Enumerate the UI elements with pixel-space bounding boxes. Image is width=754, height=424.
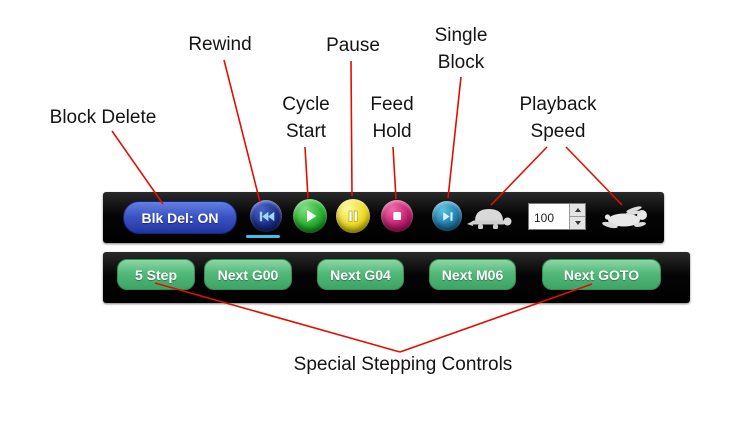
arrow-down-icon xyxy=(574,221,581,225)
play-icon xyxy=(307,210,317,222)
playback-speed-label: Playback Speed xyxy=(512,91,604,145)
slow-playback-button[interactable] xyxy=(465,203,513,238)
single-block-label: Single Block xyxy=(426,22,496,76)
pause-icon xyxy=(348,210,358,222)
stepping-toolbar: 5 Step Next G00 Next G04 Next M06 Next G… xyxy=(103,252,690,303)
playback-speed-input[interactable] xyxy=(529,204,569,229)
spin-up-button[interactable] xyxy=(570,204,585,216)
stop-icon xyxy=(393,211,402,221)
callout-line-rewind xyxy=(223,59,261,203)
block-delete-button[interactable]: Blk Del: ON xyxy=(123,201,237,234)
arrow-up-icon xyxy=(574,208,581,212)
next-g04-button[interactable]: Next G04 xyxy=(317,259,404,290)
feed-hold-label: Feed Hold xyxy=(364,91,420,145)
next-goto-button[interactable]: Next GOTO xyxy=(542,259,661,290)
rabbit-icon xyxy=(602,206,647,229)
single-block-button[interactable] xyxy=(432,201,462,231)
playback-speed-label-line2: Speed xyxy=(530,121,586,142)
next-g00-button[interactable]: Next G00 xyxy=(204,259,292,290)
single-block-label-line1: Single xyxy=(434,25,488,46)
next-m06-button[interactable]: Next M06 xyxy=(429,259,516,290)
cycle-start-button[interactable] xyxy=(293,199,327,233)
fast-playback-button[interactable] xyxy=(597,205,657,236)
callout-line-cycle-start xyxy=(304,146,309,199)
cycle-start-label-line2: Start xyxy=(285,121,327,142)
single-block-label-line2: Block xyxy=(437,52,485,73)
five-step-button[interactable]: 5 Step xyxy=(117,259,195,290)
cycle-start-label: Cycle Start xyxy=(276,91,336,145)
pause-button[interactable] xyxy=(336,199,370,233)
feed-hold-label-line1: Feed xyxy=(370,94,414,115)
rewind-active-underline xyxy=(246,235,280,238)
callout-line-single-block xyxy=(447,76,462,199)
callout-line-pause xyxy=(350,60,353,197)
step-forward-icon xyxy=(442,211,453,221)
pause-label: Pause xyxy=(326,35,380,56)
feed-hold-button[interactable] xyxy=(381,200,413,232)
spin-down-button[interactable] xyxy=(570,216,585,229)
block-delete-label: Block Delete xyxy=(49,107,157,128)
turtle-icon xyxy=(467,209,512,229)
rewind-label: Rewind xyxy=(188,34,252,55)
special-stepping-controls-label: Special Stepping Controls xyxy=(293,354,513,375)
playback-toolbar: Blk Del: ON xyxy=(103,192,664,243)
spinner-buttons xyxy=(569,204,585,229)
feed-hold-label-line2: Hold xyxy=(372,121,412,142)
rewind-icon xyxy=(259,211,274,221)
rewind-button[interactable] xyxy=(250,200,282,232)
playback-speed-spinner xyxy=(528,203,586,230)
cycle-start-label-line1: Cycle xyxy=(282,94,330,115)
playback-speed-label-line1: Playback xyxy=(519,94,597,115)
